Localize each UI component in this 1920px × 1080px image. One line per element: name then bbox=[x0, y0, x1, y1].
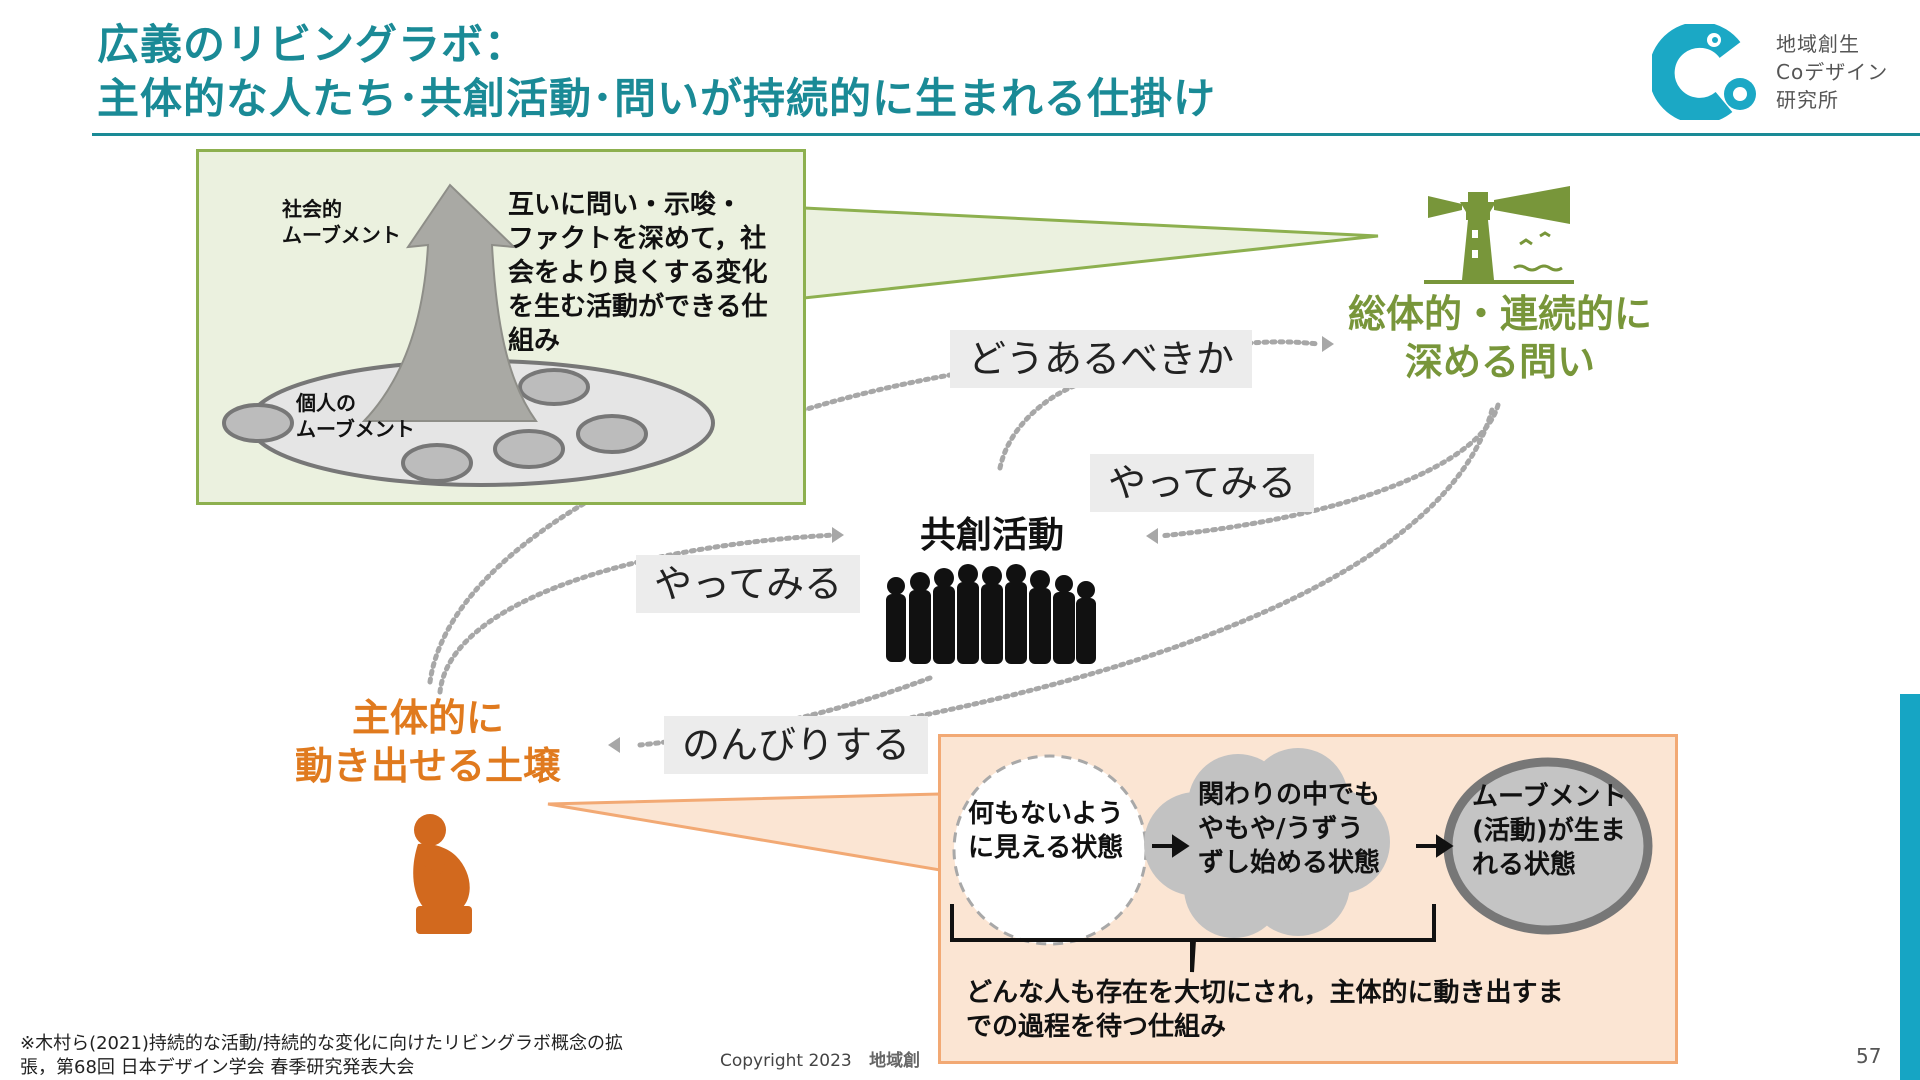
thinker-icon bbox=[413, 814, 472, 934]
summary-line: どんな人も存在を大切にされ，主体的に動き出すま bbox=[966, 978, 1564, 1008]
footnote-line: 張，第68回 日本デザイン学会 春季研究発表大会 bbox=[20, 1057, 415, 1078]
label-try-left: やってみる bbox=[636, 555, 861, 613]
side-accent-bar bbox=[1900, 694, 1920, 1080]
arrowhead bbox=[832, 527, 844, 543]
copyright-text: Copyright 2023 bbox=[720, 1051, 852, 1071]
individual-circle bbox=[222, 403, 294, 443]
flow-line-ground-to-co bbox=[437, 532, 838, 695]
individual-circle bbox=[401, 443, 473, 483]
copyright: Copyright 2023 地域創 bbox=[720, 1046, 920, 1071]
label-relax: のんびりする bbox=[664, 716, 929, 774]
movement-description: 互いに問い・示唆・ ファクトを深めて，社 会をより良くする変化 を生む活動ができ… bbox=[508, 188, 767, 358]
process-summary: どんな人も存在を大切にされ，主体的に動き出すま での過程を待つ仕組み bbox=[966, 976, 1563, 1044]
cocreation-node: 共創活動 bbox=[920, 515, 1065, 556]
state-line: 何もないよう bbox=[968, 799, 1124, 829]
state-line: れる状態 bbox=[1472, 850, 1577, 880]
inquiry-node: 総体的・連続的に 深める問い bbox=[1330, 290, 1670, 386]
arrow-up-icon bbox=[361, 183, 538, 422]
logo-line: 研究所 bbox=[1776, 88, 1839, 112]
state-line: (活動)が生ま bbox=[1472, 816, 1626, 846]
desc-line: を生む活動ができる仕 bbox=[508, 292, 768, 322]
state-line: ずし始める状態 bbox=[1198, 848, 1381, 878]
label-how-should: どうあるべきか bbox=[950, 330, 1253, 388]
title-line-2: 主体的な人たち･共創活動･問いが持続的に生まれる仕掛け bbox=[97, 74, 1217, 123]
individual-movement-label: 個人の ムーブメント bbox=[296, 390, 415, 442]
individual-circle bbox=[518, 368, 590, 406]
slide-title: 広義のリビングラボ： 主体的な人たち･共創活動･問いが持続的に生まれる仕掛け bbox=[97, 18, 1216, 126]
orange-callout-tail bbox=[547, 792, 942, 872]
label-line: 個人の bbox=[296, 391, 356, 415]
state-empty: 何もないよう に見える状態 bbox=[968, 797, 1123, 865]
label-try-right: やってみる bbox=[1090, 454, 1315, 512]
desc-line: 互いに問い・示唆・ bbox=[508, 190, 743, 220]
arrowhead bbox=[1322, 336, 1334, 352]
label-line: ムーブメント bbox=[296, 417, 415, 441]
logo-line: 地域創生 bbox=[1776, 32, 1860, 56]
title-line-1: 広義のリビングラボ： bbox=[97, 20, 528, 69]
crowd-icon bbox=[886, 564, 1096, 664]
inquiry-line: 深める問い bbox=[1404, 340, 1595, 384]
individual-circle bbox=[493, 429, 565, 469]
flow-line-co-to-how bbox=[997, 375, 1103, 471]
logo-text: 地域創生 Coデザイン 研究所 bbox=[1776, 30, 1888, 114]
desc-line: 会をより良くする変化 bbox=[508, 258, 768, 288]
logo-line: Coデザイン bbox=[1776, 60, 1889, 84]
bracket bbox=[950, 904, 1436, 973]
state-line: 関わりの中でも bbox=[1198, 780, 1381, 810]
page-number: 57 bbox=[1856, 1044, 1882, 1068]
green-callout-tail bbox=[802, 206, 1379, 300]
state-line: ムーブメント bbox=[1472, 782, 1627, 812]
ground-node: 主体的に 動き出せる土壌 bbox=[278, 694, 578, 790]
label-line: 社会的 bbox=[282, 197, 342, 221]
logo-mark-icon bbox=[1652, 24, 1756, 120]
footnote: ※木村ら(2021)持続的な活動/持続的な変化に向けたリビングラボ概念の拡 張，… bbox=[20, 1032, 623, 1080]
state-cloud bbox=[1144, 748, 1390, 938]
flow-line-inquiry-to-relax bbox=[897, 407, 1495, 723]
copyright-org: 地域創 bbox=[869, 1051, 921, 1071]
state-movement: ムーブメント (活動)が生ま れる状態 bbox=[1472, 780, 1626, 882]
social-movement-label: 社会的 ムーブメント bbox=[282, 196, 401, 248]
ground-line: 主体的に bbox=[351, 696, 504, 740]
movement-illustration bbox=[222, 183, 715, 487]
state-line: に見える状態 bbox=[968, 833, 1124, 863]
desc-line: 組み bbox=[508, 326, 561, 356]
summary-line: での過程を待つ仕組み bbox=[966, 1012, 1227, 1042]
state-restless: 関わりの中でも やもや/うずう ずし始める状態 bbox=[1198, 778, 1380, 880]
process-illustration bbox=[950, 748, 1653, 973]
ground-line: 動き出せる土壌 bbox=[294, 744, 561, 788]
arrowhead bbox=[608, 737, 620, 753]
label-line: ムーブメント bbox=[282, 223, 401, 247]
inquiry-line: 総体的・連続的に bbox=[1347, 292, 1652, 336]
state-line: やもや/うずう bbox=[1198, 814, 1364, 844]
individual-circle bbox=[576, 414, 648, 454]
footnote-line: ※木村ら(2021)持続的な活動/持続的な変化に向けたリビングラボ概念の拡 bbox=[20, 1033, 623, 1054]
title-divider bbox=[92, 133, 1920, 136]
arrowhead bbox=[1146, 528, 1158, 544]
desc-line: ファクトを深めて，社 bbox=[508, 224, 767, 254]
lighthouse-icon bbox=[1424, 186, 1574, 284]
